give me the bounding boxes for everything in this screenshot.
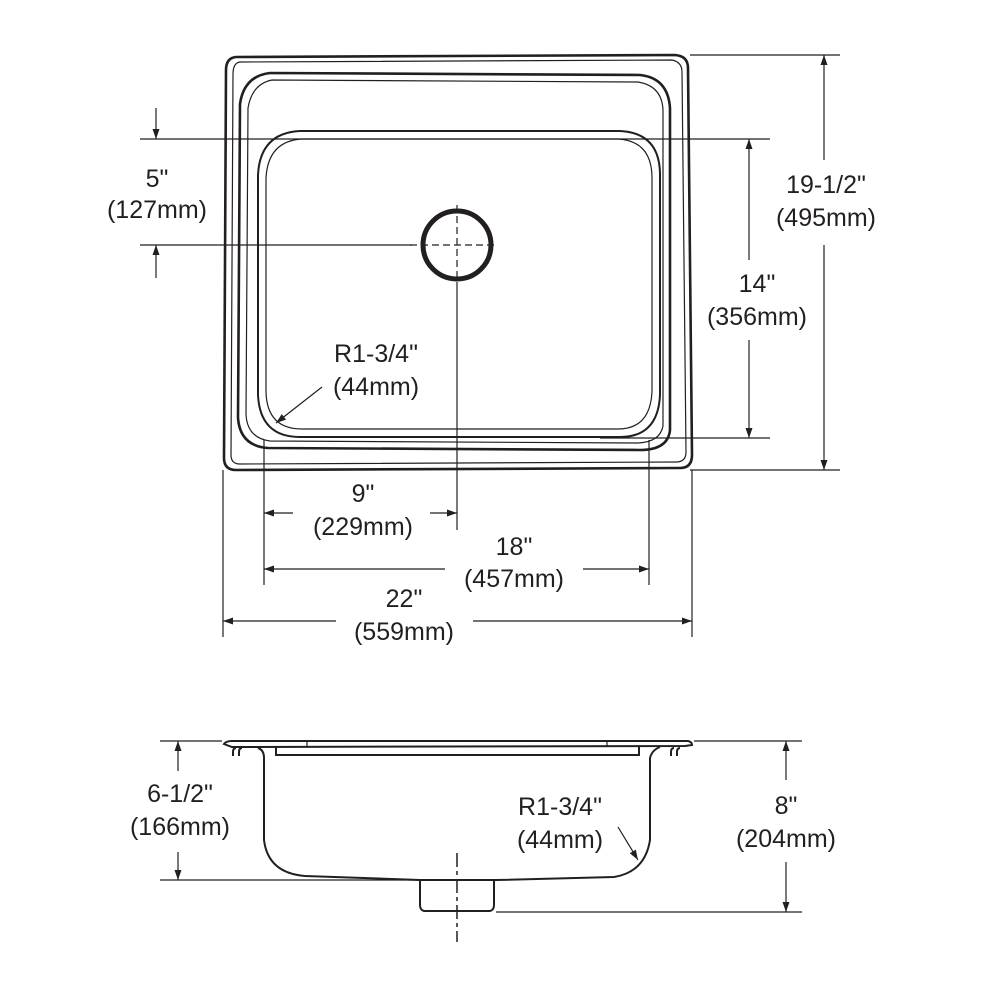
corner-radius-mm: (44mm) (333, 373, 419, 401)
drain-center-mm: (229mm) (313, 513, 413, 541)
bowl-depth-inch: 6-1/2" (147, 780, 213, 808)
overall-depth-mm: (204mm) (736, 825, 836, 853)
drain-offset-inch: 5" (146, 165, 169, 193)
overall-width-mm: (559mm) (354, 618, 454, 646)
corner-radius-inch: R1-3/4" (334, 340, 418, 368)
overall-length-mm: (495mm) (776, 204, 876, 232)
side-corner-radius-inch: R1-3/4" (518, 793, 602, 821)
bowl-width-inch: 18" (496, 533, 533, 561)
overall-length-inch: 19-1/2" (786, 171, 866, 199)
side-view: 6-1/2" (166mm) R1-3/4" (44mm) 8" (204mm) (130, 740, 836, 942)
bowl-depth-mm: (166mm) (130, 813, 230, 841)
bowl-length-mm: (356mm) (707, 303, 807, 331)
drain-center-inch: 9" (352, 480, 375, 508)
overall-depth-inch: 8" (775, 792, 798, 820)
deck-inner-edge (236, 71, 672, 452)
side-corner-radius-mm: (44mm) (517, 826, 603, 854)
overall-width-inch: 22" (386, 585, 423, 613)
outer-rim (222, 53, 694, 472)
rim-flange (222, 740, 694, 749)
bowl-outline (257, 130, 661, 438)
bowl-width-mm: (457mm) (464, 565, 564, 593)
drain-offset-mm: (127mm) (107, 196, 207, 224)
top-view: 5" (127mm) 14" (356mm) 19-1/2" (495mm) R… (107, 53, 876, 646)
bowl-length-inch: 14" (739, 270, 776, 298)
